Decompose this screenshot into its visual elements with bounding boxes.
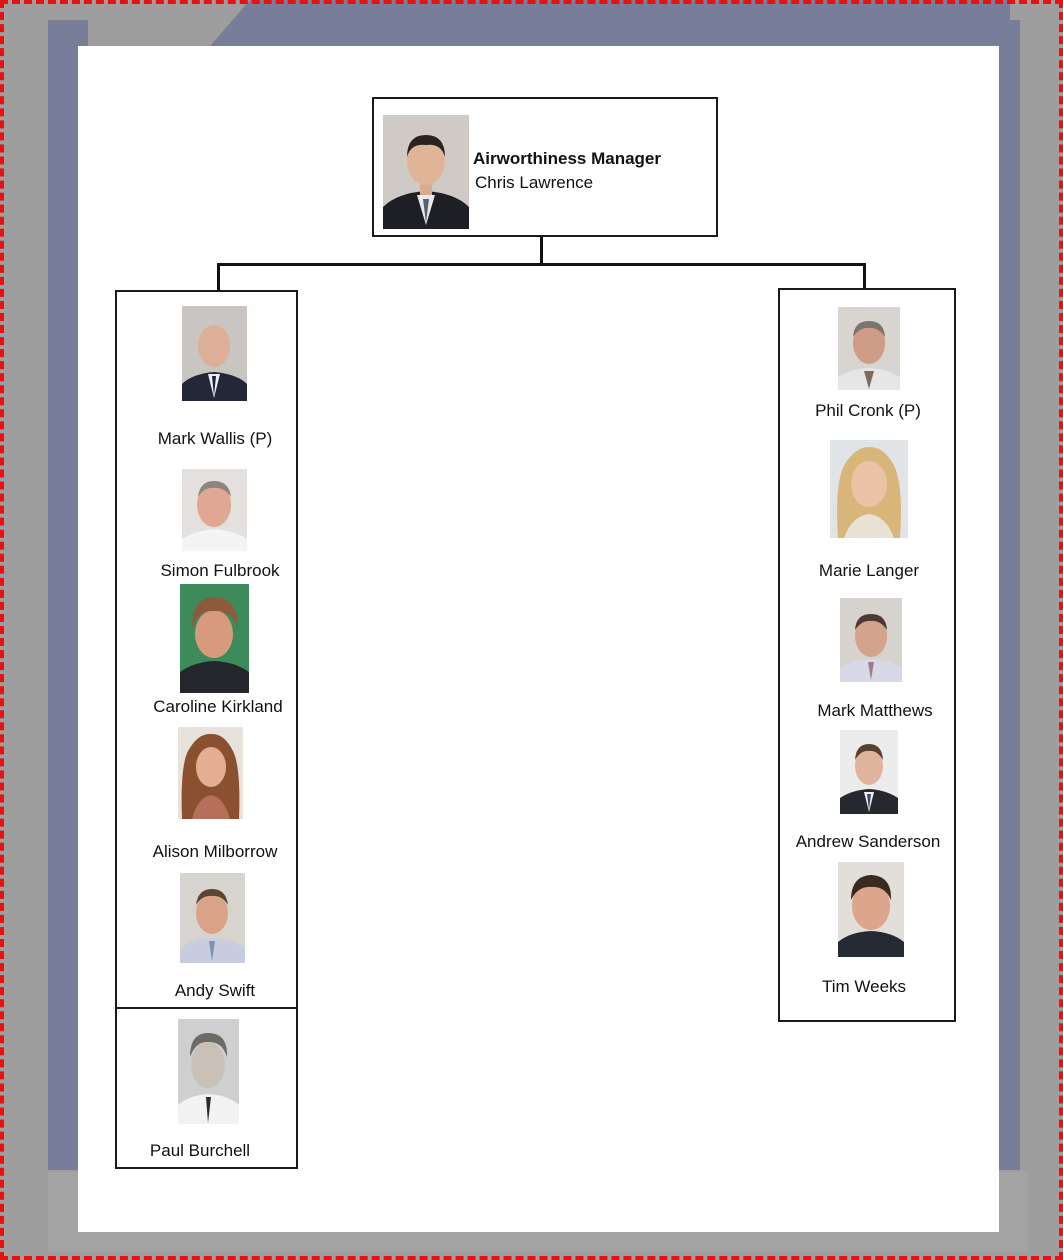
connector-manager-down xyxy=(540,236,543,265)
person-name: Mark Matthews xyxy=(817,701,933,720)
person-photo xyxy=(180,584,249,693)
person-photo xyxy=(838,862,904,957)
manager-box: Airworthiness Manager Chris Lawrence xyxy=(372,97,718,237)
person-photo xyxy=(178,727,243,819)
person-photo xyxy=(838,307,900,390)
person-photo xyxy=(830,440,908,538)
person-photo xyxy=(840,730,898,814)
person-name: Andy Swift xyxy=(174,981,256,1000)
person-photo xyxy=(182,306,247,401)
person-name: Marie Langer xyxy=(818,561,920,580)
person-name: Paul Burchell xyxy=(149,1141,251,1160)
person-name: Tim Weeks xyxy=(821,977,907,996)
person-photo xyxy=(180,873,245,963)
manager-photo xyxy=(383,115,469,229)
connector-right-down xyxy=(863,263,866,291)
person-name: Simon Fulbrook xyxy=(160,561,280,580)
person-photo xyxy=(182,469,247,551)
person-name: Caroline Kirkland xyxy=(153,697,283,716)
person-photo xyxy=(178,1019,239,1124)
person-photo xyxy=(840,598,902,682)
manager-name: Chris Lawrence xyxy=(475,173,594,192)
person-name: Andrew Sanderson xyxy=(795,832,941,851)
connector-left-down xyxy=(217,263,220,292)
backdrop-slab-top xyxy=(210,0,1010,46)
person-name: Mark Wallis (P) xyxy=(157,429,273,448)
person-name: Phil Cronk (P) xyxy=(815,401,921,420)
manager-title: Airworthiness Manager xyxy=(473,149,661,168)
connector-horizontal xyxy=(217,263,866,266)
person-name: Alison Milborrow xyxy=(152,842,278,861)
